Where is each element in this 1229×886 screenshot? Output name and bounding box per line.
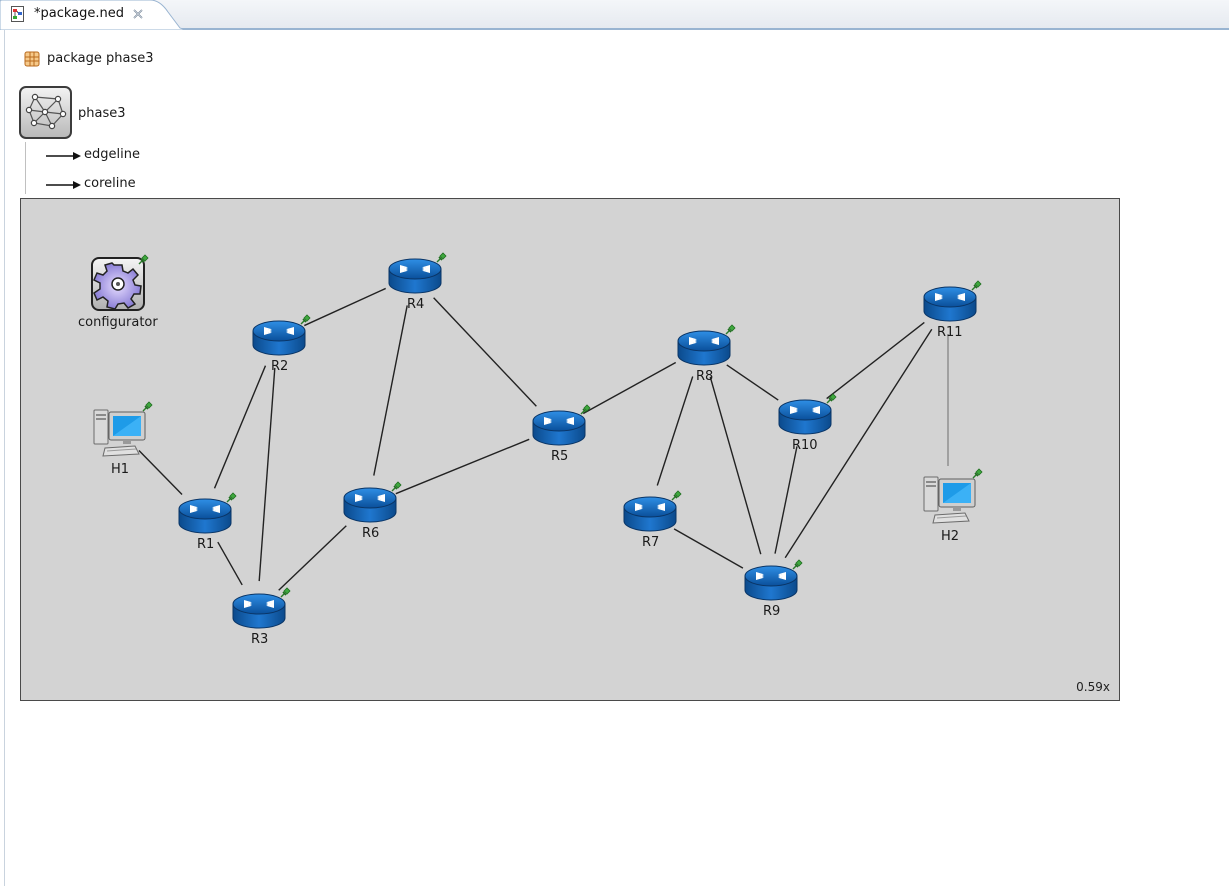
link-R8-R7[interactable] xyxy=(656,376,694,486)
router-icon xyxy=(251,317,307,365)
router-icon xyxy=(387,255,443,303)
node-label: configurator xyxy=(78,315,158,330)
package-icon xyxy=(24,51,40,67)
node-label: R5 xyxy=(551,449,569,464)
tree-connector xyxy=(25,142,26,194)
node-label: R7 xyxy=(642,535,660,550)
pin-icon xyxy=(670,487,682,506)
node-label: R4 xyxy=(407,297,425,312)
node-label: R9 xyxy=(763,604,781,619)
pin-icon xyxy=(137,251,149,270)
node-r7[interactable]: R7 xyxy=(622,490,682,550)
node-r6[interactable]: R6 xyxy=(342,481,402,541)
pin-icon xyxy=(825,390,837,409)
gear-icon xyxy=(91,257,145,315)
router-icon xyxy=(531,407,587,455)
pin-icon xyxy=(579,401,591,420)
link-R4-R6[interactable] xyxy=(373,305,408,476)
link-R5-R8[interactable] xyxy=(582,361,677,415)
node-configurator[interactable]: configurator xyxy=(78,254,158,330)
link-R11-R9[interactable] xyxy=(784,328,933,559)
link-R6-R5[interactable] xyxy=(395,438,530,495)
pin-icon xyxy=(435,249,447,268)
network-canvas[interactable]: 0.59x configurator H1 H2 R1 xyxy=(20,198,1120,701)
editor-border xyxy=(4,30,5,886)
links-layer xyxy=(138,287,949,591)
link-R4-R5[interactable] xyxy=(433,297,537,407)
package-label: package phase3 xyxy=(47,51,154,66)
node-label: R11 xyxy=(937,325,963,340)
link-R11-R10[interactable] xyxy=(826,321,925,400)
ned-file-icon xyxy=(11,6,24,22)
pin-icon xyxy=(390,478,402,497)
link-R8-R10[interactable] xyxy=(726,364,779,401)
pin-icon xyxy=(724,321,736,340)
link-R10-R9[interactable] xyxy=(774,446,798,554)
router-icon xyxy=(622,493,678,541)
node-h1[interactable]: H1 xyxy=(91,401,153,477)
node-r11[interactable]: R11 xyxy=(922,280,982,340)
node-label: H2 xyxy=(941,529,960,544)
link-R8-R9[interactable] xyxy=(709,376,762,555)
node-label: H1 xyxy=(111,462,130,477)
network-icon xyxy=(25,93,67,130)
node-label: R3 xyxy=(251,632,269,647)
link-R3-R6[interactable] xyxy=(278,525,347,591)
channel-label: coreline xyxy=(84,176,136,191)
pin-icon xyxy=(971,465,983,484)
link-R2-R4[interactable] xyxy=(304,287,386,327)
node-label: R1 xyxy=(197,537,215,552)
node-r2[interactable]: R2 xyxy=(251,314,311,374)
zoom-level: 0.59x xyxy=(1076,680,1110,694)
pin-icon xyxy=(299,311,311,330)
node-r1[interactable]: R1 xyxy=(177,492,237,552)
node-h2[interactable]: H2 xyxy=(921,468,983,544)
channel-label: edgeline xyxy=(84,147,140,162)
router-icon xyxy=(922,283,978,331)
editor-tab-bar: *package.ned xyxy=(0,0,1229,30)
node-r3[interactable]: R3 xyxy=(231,587,291,647)
close-icon[interactable] xyxy=(131,7,145,21)
node-r4[interactable]: R4 xyxy=(387,252,447,312)
tab-title: *package.ned xyxy=(34,6,125,21)
router-icon xyxy=(676,327,732,375)
router-icon xyxy=(777,396,833,444)
node-label: R10 xyxy=(792,438,818,453)
channel-arrow-icon xyxy=(46,152,81,160)
node-label: R2 xyxy=(271,359,289,374)
router-icon xyxy=(231,590,287,638)
pin-icon xyxy=(791,556,803,575)
router-icon xyxy=(342,484,398,532)
pin-icon xyxy=(279,584,291,603)
channel-arrow-icon xyxy=(46,181,81,189)
node-r9[interactable]: R9 xyxy=(743,559,803,619)
node-r5[interactable]: R5 xyxy=(531,404,591,464)
computer-icon xyxy=(921,471,979,531)
node-r8[interactable]: R8 xyxy=(676,324,736,384)
link-R7-R9[interactable] xyxy=(673,528,744,569)
link-R2-R3[interactable] xyxy=(258,367,276,582)
node-label: R6 xyxy=(362,526,380,541)
tab-shape xyxy=(0,0,186,30)
network-name[interactable]: phase3 xyxy=(78,106,126,121)
router-icon xyxy=(743,562,799,610)
pin-icon xyxy=(225,489,237,508)
node-label: R8 xyxy=(696,369,714,384)
pin-icon xyxy=(141,398,153,417)
network-module-icon[interactable] xyxy=(19,86,72,139)
pin-icon xyxy=(970,277,982,296)
node-r10[interactable]: R10 xyxy=(777,393,837,453)
link-R1-R3[interactable] xyxy=(217,541,243,586)
computer-icon xyxy=(91,404,149,464)
tab-package-ned[interactable]: *package.ned xyxy=(0,0,186,30)
link-R1-R2[interactable] xyxy=(213,365,267,489)
router-icon xyxy=(177,495,233,543)
link-H1-R1[interactable] xyxy=(138,449,183,496)
